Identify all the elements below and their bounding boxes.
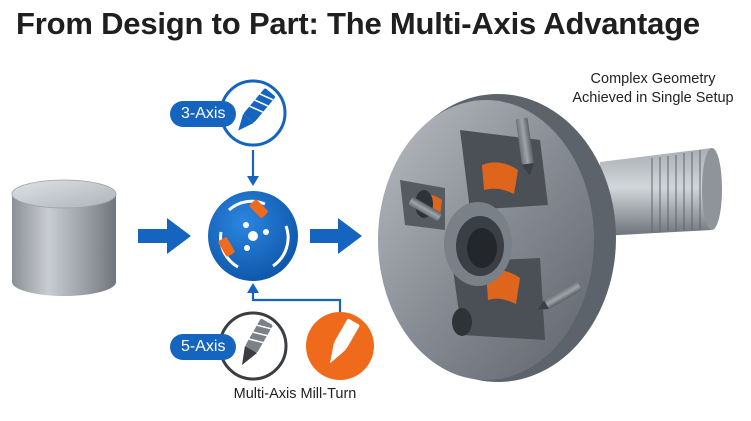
arrow-3axis-to-hub (247, 150, 259, 186)
badge-5-axis: 5-Axis (170, 334, 237, 360)
tool-icon-3-axis (219, 79, 287, 147)
badge-3-axis: 3-Axis (170, 101, 237, 127)
arrow-5axis-to-hub (247, 283, 342, 312)
result-caption-line2: Achieved in Single Setup (572, 90, 734, 106)
result-caption-line1: Complex Geometry (590, 71, 716, 87)
result-caption: Complex Geometry Achieved in Single Setu… (560, 70, 746, 108)
raw-stock-cylinder (11, 179, 117, 296)
mill-turn-caption: Multi-Axis Mill-Turn (233, 386, 357, 402)
flow-arrow-1 (138, 218, 191, 254)
multi-axis-hub-icon (208, 191, 298, 281)
tool-icon-5-axis-orange (306, 312, 374, 380)
flow-arrow-2 (310, 218, 362, 254)
finished-part (378, 94, 722, 382)
page-title: From Design to Part: The Multi-Axis Adva… (16, 6, 700, 41)
